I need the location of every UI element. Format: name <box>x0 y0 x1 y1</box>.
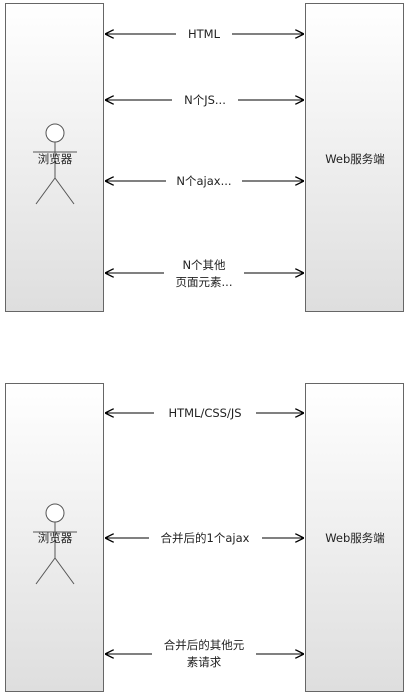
server-box <box>305 383 404 692</box>
message-label: N个ajax... <box>176 174 231 188</box>
message-label: HTML <box>188 27 221 41</box>
message-label: 页面元素... <box>176 275 233 289</box>
message-arrow: HTML <box>105 27 304 41</box>
message-label: 合并后的其他元 <box>164 638 245 652</box>
client-label: 浏览器 <box>38 152 73 166</box>
message-label: 合并后的1个ajax <box>161 531 250 545</box>
message-arrow: N个ajax... <box>105 174 304 188</box>
server-label: Web服务端 <box>325 531 385 545</box>
actor-icon <box>33 503 77 585</box>
server-box <box>305 3 404 312</box>
diagram-2: 浏览器 Web服务端 HTML/CSS/JS 合并后的1个ajax 合并后的其他… <box>5 383 404 692</box>
message-arrow: 合并后的其他元 素请求 <box>105 638 304 669</box>
message-label: HTML/CSS/JS <box>168 406 241 420</box>
message-label: N个JS... <box>184 93 226 107</box>
message-arrow: N个JS... <box>105 93 304 107</box>
message-label: 素请求 <box>187 655 222 669</box>
message-arrow: HTML/CSS/JS <box>105 406 304 420</box>
server-label: Web服务端 <box>325 152 385 166</box>
actor-icon <box>33 123 77 205</box>
message-label: N个其他 <box>182 258 226 272</box>
client-label: 浏览器 <box>38 531 73 545</box>
message-arrow: 合并后的1个ajax <box>105 531 304 545</box>
message-arrow: N个其他 页面元素... <box>105 258 304 289</box>
diagram-1: 浏览器 Web服务端 HTML N个JS... N个ajax... N个其他 页… <box>5 3 404 312</box>
